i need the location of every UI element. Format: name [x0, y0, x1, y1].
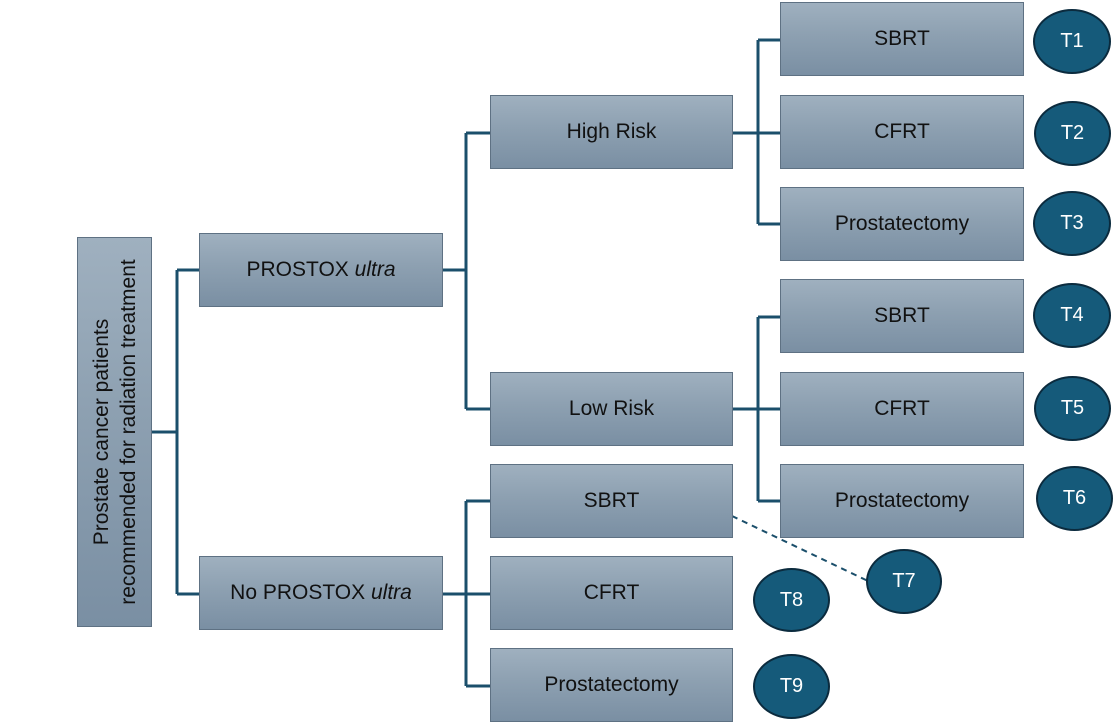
low-risk-sbrt-node: SBRT	[780, 279, 1024, 353]
no-prostox-prostatectomy-node: Prostatectomy	[490, 648, 733, 722]
low-risk-node: Low Risk	[490, 372, 733, 446]
connector-no-prostox	[442, 499, 491, 688]
low-risk-label: Low Risk	[568, 397, 655, 420]
terminal-t8: T8	[753, 568, 830, 632]
high-risk-cfrt-node: CFRT	[780, 95, 1024, 169]
connector-root	[152, 268, 200, 596]
prostox-label-italic: ultra	[354, 258, 396, 281]
no-prostox-prostatectomy-label: Prostatectomy	[544, 673, 679, 696]
terminal-t9-label: T9	[779, 675, 804, 697]
no-prostox-label: No PROSTOX ultra	[230, 581, 412, 605]
terminal-t1-label: T1	[1060, 30, 1084, 52]
prostox-ultra-node: PROSTOX ultra	[199, 233, 443, 307]
prostox-label-text: PROSTOX	[246, 258, 355, 281]
root-label: Prostate cancer patients recommended for…	[88, 259, 142, 605]
no-prostox-ultra-node: No PROSTOX ultra	[199, 556, 443, 630]
terminal-t3: T3	[1033, 191, 1111, 256]
connector-prostox	[442, 131, 491, 411]
terminal-t7-label: T7	[892, 570, 916, 592]
terminal-t6-label: T6	[1062, 487, 1087, 509]
high-risk-prostatectomy-node: Prostatectomy	[780, 187, 1024, 261]
terminal-t1: T1	[1033, 9, 1111, 74]
no-prostox-cfrt-node: CFRT	[490, 556, 733, 630]
connector-high-risk	[732, 38, 781, 226]
high-risk-node: High Risk	[490, 95, 733, 169]
connector-dashed-t7	[731, 515, 869, 582]
terminal-t2: T2	[1034, 101, 1111, 166]
no-prostox-cfrt-label: CFRT	[583, 581, 640, 604]
terminal-t6: T6	[1036, 466, 1113, 531]
terminal-t4-label: T4	[1060, 304, 1084, 326]
high-risk-prostatectomy-label: Prostatectomy	[834, 212, 970, 235]
terminal-t4: T4	[1033, 283, 1111, 348]
terminal-t2-label: T2	[1060, 122, 1085, 144]
terminal-t3-label: T3	[1060, 212, 1084, 234]
high-risk-sbrt-node: SBRT	[780, 2, 1024, 76]
terminal-t7: T7	[866, 549, 942, 614]
low-risk-sbrt-label: SBRT	[874, 304, 930, 327]
no-prostox-label-italic: ultra	[370, 581, 412, 604]
low-risk-prostatectomy-node: Prostatectomy	[780, 464, 1024, 538]
root-label-line2: recommended for radiation treatment	[116, 259, 140, 605]
high-risk-sbrt-label: SBRT	[874, 27, 930, 50]
low-risk-cfrt-label: CFRT	[874, 397, 930, 420]
root-label-line1: Prostate cancer patients	[89, 318, 113, 546]
low-risk-prostatectomy-label: Prostatectomy	[834, 489, 970, 512]
no-prostox-sbrt-node: SBRT	[490, 464, 733, 538]
terminal-t9: T9	[753, 654, 830, 719]
terminal-t8-label: T8	[779, 588, 804, 611]
high-risk-label: High Risk	[566, 120, 657, 143]
no-prostox-label-text: No PROSTOX	[230, 581, 371, 604]
high-risk-cfrt-label: CFRT	[874, 120, 930, 143]
no-prostox-sbrt-label: SBRT	[583, 489, 640, 512]
terminal-t5-label: T5	[1060, 397, 1085, 419]
terminal-t5: T5	[1034, 376, 1111, 441]
root-node: Prostate cancer patients recommended for…	[77, 237, 152, 627]
low-risk-cfrt-node: CFRT	[780, 372, 1024, 446]
prostox-label: PROSTOX ultra	[247, 258, 396, 282]
connector-low-risk	[732, 315, 781, 503]
